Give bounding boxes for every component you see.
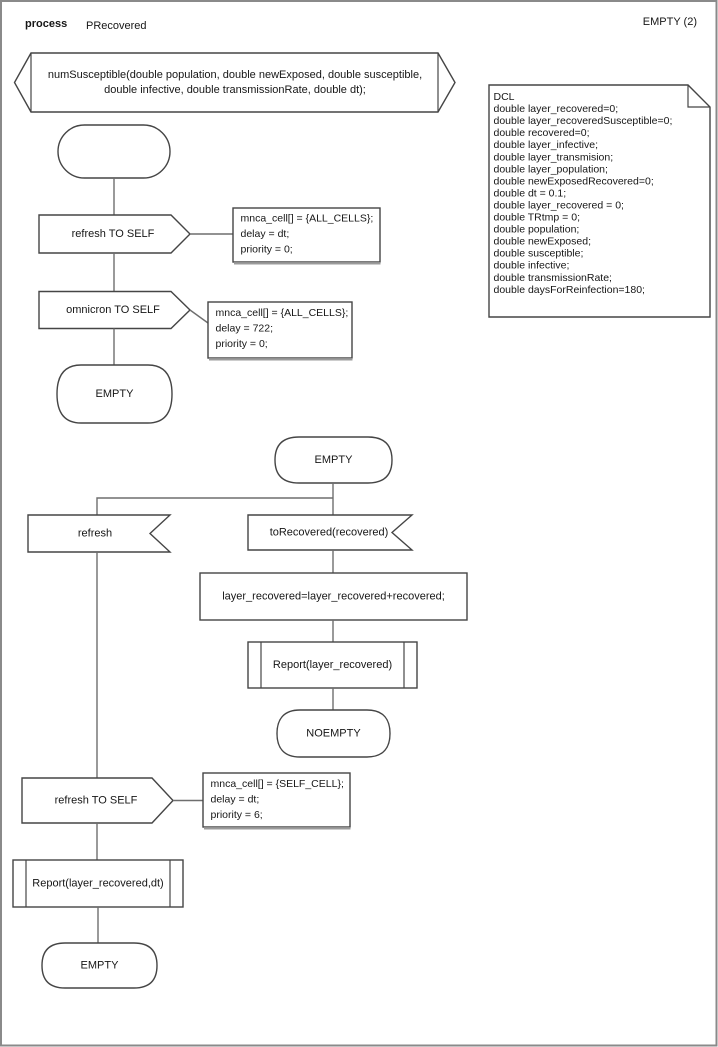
dcl-note-line: DCL: [494, 91, 515, 103]
comment-line: priority = 0;: [216, 338, 268, 350]
task-assignment-label: layer_recovered=layer_recovered+recovere…: [222, 591, 445, 603]
output-omnicron-self-shape[interactable]: omnicron TO SELF: [38, 290, 192, 330]
comment-line: mnca_cell[] = {ALL_CELLS};: [241, 213, 374, 225]
dcl-note-line: double population;: [494, 224, 580, 236]
state-empty-2-shape[interactable]: EMPTY: [274, 436, 393, 484]
dcl-note-line: double layer_recovered=0;: [494, 103, 619, 115]
call-report-shape[interactable]: Report(layer_recovered): [247, 641, 418, 689]
dcl-note-line: double dt = 0.1;: [494, 187, 567, 199]
dcl-note-line: double newExposed;: [494, 236, 592, 248]
page-state-label: EMPTY (2): [643, 16, 697, 28]
procedure-signature-shape[interactable]: numSusceptible(double population, double…: [13, 52, 456, 113]
connector: [96, 497, 333, 515]
comment-line: delay = 722;: [216, 323, 274, 335]
state-noempty-shape[interactable]: NOEMPTY: [276, 709, 391, 758]
comment-omnicron-box[interactable]: mnca_cell[] = {ALL_CELLS}; delay = 722; …: [207, 301, 353, 361]
comment-line: priority = 6;: [211, 809, 263, 821]
note-fold-icon: [687, 85, 710, 108]
signature-line-2: double infective, double transmissionRat…: [104, 84, 366, 96]
state-noempty-label: NOEMPTY: [306, 728, 361, 740]
dcl-note-line: double TRtmp = 0;: [494, 212, 580, 224]
connector: [189, 309, 209, 324]
dcl-note-line: double layer_recoveredSusceptible=0;: [494, 115, 673, 127]
state-empty-1-label: EMPTY: [96, 388, 135, 400]
output-refresh-self-2-shape[interactable]: refresh TO SELF: [21, 777, 174, 824]
state-empty-2-label: EMPTY: [315, 454, 354, 466]
comment-line: delay = dt;: [241, 228, 290, 240]
comment-refresh-1-box[interactable]: mnca_cell[] = {ALL_CELLS}; delay = dt; p…: [232, 207, 381, 265]
process-kind-label: process: [25, 18, 67, 30]
comment-line: delay = dt;: [211, 794, 260, 806]
dcl-note-line: double newExposedRecovered=0;: [494, 175, 654, 187]
comment-line: mnca_cell[] = {SELF_CELL};: [211, 778, 344, 790]
output-omnicron-self-label: omnicron TO SELF: [66, 304, 160, 316]
output-refresh-self-1-label: refresh TO SELF: [72, 228, 155, 240]
signature-line-1: numSusceptible(double population, double…: [48, 69, 422, 81]
dcl-note-line: double daysForReinfection=180;: [494, 284, 645, 296]
dcl-note-line: double recovered=0;: [494, 127, 590, 139]
comment-line: priority = 0;: [241, 244, 293, 256]
comment-refresh-2-box[interactable]: mnca_cell[] = {SELF_CELL}; delay = dt; p…: [202, 772, 351, 830]
input-refresh-shape[interactable]: refresh: [27, 514, 172, 553]
input-refresh-label: refresh: [78, 528, 112, 540]
dcl-note-shape[interactable]: DCL double layer_recovered=0; double lay…: [488, 84, 711, 318]
call-report-dt-shape[interactable]: Report(layer_recovered,dt): [12, 859, 184, 908]
task-assignment-shape[interactable]: layer_recovered=layer_recovered+recovere…: [199, 572, 468, 621]
state-empty-3-shape[interactable]: EMPTY: [41, 942, 158, 989]
dcl-note-line: double susceptible;: [494, 248, 584, 260]
comment-line: mnca_cell[] = {ALL_CELLS};: [216, 307, 349, 319]
dcl-note-line: double transmissionRate;: [494, 272, 612, 284]
input-torecovered-label: toRecovered(recovered): [270, 527, 389, 539]
dcl-note-line: double layer_recovered = 0;: [494, 200, 624, 212]
input-torecovered-shape[interactable]: toRecovered(recovered): [247, 514, 414, 551]
dcl-note-line: double layer_population;: [494, 163, 608, 175]
output-refresh-self-1-shape[interactable]: refresh TO SELF: [38, 214, 191, 254]
state-empty-1-shape[interactable]: EMPTY: [56, 364, 173, 424]
output-refresh-self-2-label: refresh TO SELF: [55, 795, 138, 807]
process-name-label: PRecovered: [86, 20, 147, 32]
call-report-label: Report(layer_recovered): [273, 659, 392, 671]
call-report-dt-label: Report(layer_recovered,dt): [32, 878, 163, 890]
state-empty-3-label: EMPTY: [81, 960, 120, 972]
dcl-note-line: double layer_infective;: [494, 139, 598, 151]
start-state-shape[interactable]: [57, 124, 171, 179]
dcl-note-line: double layer_transmision;: [494, 151, 614, 163]
dcl-note-line: double infective;: [494, 260, 570, 272]
